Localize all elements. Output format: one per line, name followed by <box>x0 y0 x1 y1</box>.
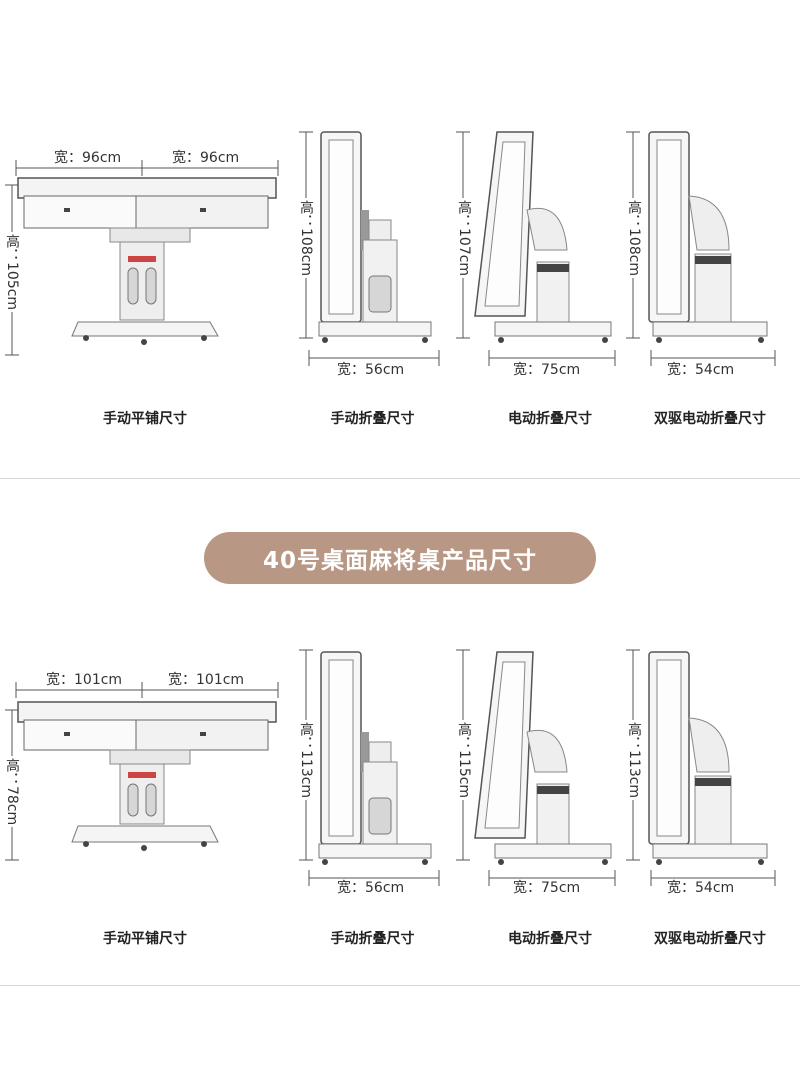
size-section-bottom: 宽：101cm 宽：101cm 高：78cm 手动平铺尺寸 高：113cm 宽：… <box>0 520 800 1000</box>
electric-fold-height-label: 高：107cm <box>456 198 472 279</box>
flat-table-illustration <box>5 160 279 356</box>
product-size-banner: 40号桌面麻将桌产品尺寸 <box>204 532 596 584</box>
manual-fold-width-label-2: 宽：56cm <box>335 880 407 896</box>
section-divider-bottom <box>0 985 800 986</box>
section-divider-top <box>0 478 800 479</box>
manual-fold-illustration <box>299 131 440 366</box>
dual-electric-fold-panel-2: 高：113cm 宽：54cm 双驱电动折叠尺寸 <box>625 520 795 1000</box>
flat-table-panel-2: 宽：101cm 宽：101cm 高：78cm 手动平铺尺寸 <box>0 520 290 1000</box>
flat-caption: 手动平铺尺寸 <box>103 411 187 427</box>
manual-fold-caption-2: 手动折叠尺寸 <box>330 931 415 947</box>
flat-table-panel: 宽：96cm 宽：96cm 高：105cm 手动平铺尺寸 <box>0 0 290 480</box>
dual-electric-fold-illustration-2 <box>626 649 776 886</box>
electric-fold-caption: 电动折叠尺寸 <box>508 411 592 427</box>
flat-caption-2: 手动平铺尺寸 <box>103 931 187 947</box>
manual-fold-illustration-2 <box>299 649 440 886</box>
manual-fold-height-label: 高：108cm <box>298 198 314 279</box>
dual-fold-width-label: 宽：54cm <box>665 362 737 378</box>
flat-height-label-2: 高：78cm <box>4 756 20 828</box>
manual-fold-width-label: 宽：56cm <box>335 362 407 378</box>
flat-table-illustration-2 <box>5 682 279 861</box>
dual-fold-height-label: 高：108cm <box>626 198 642 279</box>
dual-fold-width-label-2: 宽：54cm <box>665 880 737 896</box>
dual-electric-fold-illustration <box>626 131 776 366</box>
manual-fold-height-label-2: 高：113cm <box>298 720 314 801</box>
dual-fold-height-label-2: 高：113cm <box>626 720 642 801</box>
flat-width-left-label-2: 宽：101cm <box>44 672 125 688</box>
electric-fold-height-label-2: 高：115cm <box>456 720 472 801</box>
flat-height-label: 高：105cm <box>4 232 20 313</box>
electric-fold-illustration-2 <box>456 649 616 886</box>
flat-width-right-label: 宽：96cm <box>170 150 242 166</box>
electric-fold-illustration <box>456 131 616 366</box>
electric-fold-caption-2: 电动折叠尺寸 <box>508 931 592 947</box>
manual-fold-caption: 手动折叠尺寸 <box>330 411 415 427</box>
electric-fold-panel: 高：107cm 宽：75cm 电动折叠尺寸 <box>455 0 625 480</box>
flat-width-right-label-2: 宽：101cm <box>166 672 247 688</box>
dual-electric-fold-panel: 高：108cm 宽：54cm 双驱电动折叠尺寸 <box>625 0 795 480</box>
electric-fold-width-label-2: 宽：75cm <box>511 880 583 896</box>
size-section-top: 宽：96cm 宽：96cm 高：105cm 手动平铺尺寸 高：108cm 宽：5… <box>0 0 800 480</box>
manual-fold-panel: 高：108cm 宽：56cm 手动折叠尺寸 <box>295 0 450 480</box>
dual-fold-caption: 双驱电动折叠尺寸 <box>654 411 766 427</box>
flat-width-left-label: 宽：96cm <box>52 150 124 166</box>
electric-fold-width-label: 宽：75cm <box>511 362 583 378</box>
manual-fold-panel-2: 高：113cm 宽：56cm 手动折叠尺寸 <box>295 520 450 1000</box>
dual-fold-caption-2: 双驱电动折叠尺寸 <box>654 931 766 947</box>
electric-fold-panel-2: 高：115cm 宽：75cm 电动折叠尺寸 <box>455 520 625 1000</box>
